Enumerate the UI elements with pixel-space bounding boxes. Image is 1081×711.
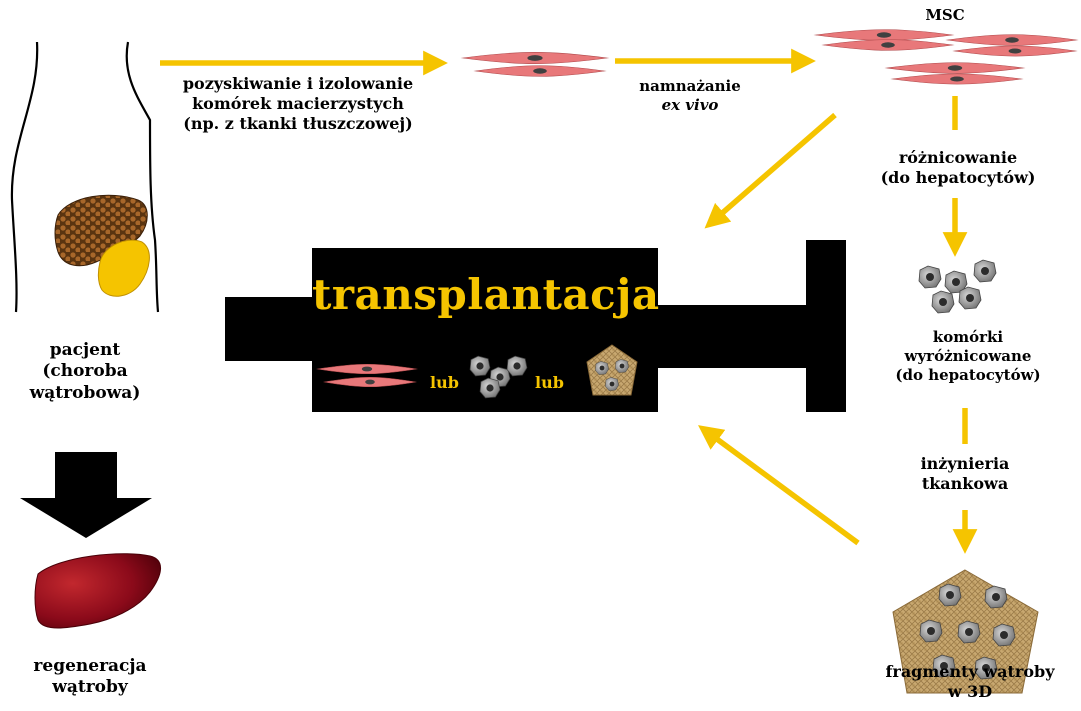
healthy-liver-icon: [35, 554, 161, 628]
label-patient: pacjent (choroba wątrobowa): [10, 340, 160, 404]
syringe-or-1: lub: [430, 373, 459, 392]
label-differentiated-cells: komórki wyróżnicowane (do hepatocytów): [878, 328, 1058, 384]
msc-cells-expanded: [816, 30, 1077, 85]
label-expansion: namnażanie ex vivo: [620, 77, 760, 115]
arrow-fragments-to-transplant: [706, 431, 858, 543]
hepatocyte-cluster-icon: [919, 260, 996, 313]
label-differentiation: różnicowanie (do hepatocytów): [868, 148, 1048, 188]
label-regeneration: regeneracja wątroby: [15, 656, 165, 699]
syringe-title: transplantacja: [312, 270, 657, 319]
msc-cells-isolated: [463, 52, 607, 76]
down-black-arrow-icon: [20, 452, 152, 538]
label-liver-fragments: fragmenty wątroby w 3D: [865, 662, 1075, 702]
label-msc: MSC: [900, 6, 990, 25]
syringe-or-2: lub: [535, 373, 564, 392]
arrow-msc-to-transplant: [712, 115, 835, 222]
label-tissue-engineering: inżynieria tkankowa: [900, 454, 1030, 494]
label-isolation: pozyskiwanie i izolowanie komórek macier…: [158, 74, 438, 134]
